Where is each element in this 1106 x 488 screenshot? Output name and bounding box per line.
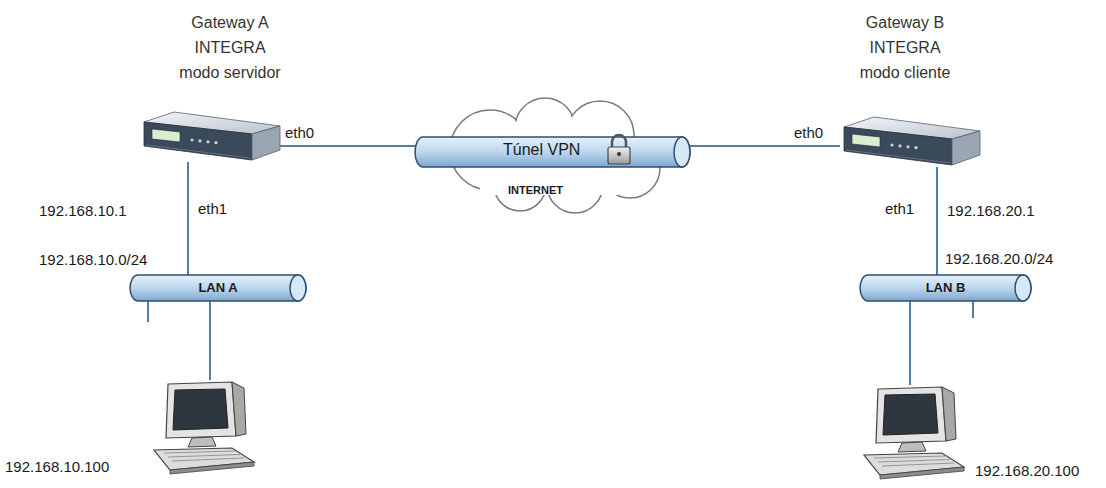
- node-label: LAN B: [860, 275, 1031, 301]
- node-shape: [840, 115, 980, 167]
- node-shape: [140, 110, 280, 162]
- ip-address: 192.168.20.0/24: [944, 250, 1054, 267]
- network-link: [690, 145, 840, 147]
- network-link: [187, 162, 189, 275]
- lan-stub: [148, 301, 973, 322]
- network-link: [936, 167, 938, 275]
- computer-icon: 192.168.10.100: [150, 380, 260, 475]
- ip-address: 192.168.10.1: [38, 202, 128, 219]
- interface-name: eth0: [793, 124, 824, 141]
- interface-name: eth1: [197, 200, 228, 217]
- computer-icon: 192.168.20.100: [860, 385, 970, 480]
- node-caption: Gateway B INTEGRA modo cliente: [851, 10, 959, 85]
- node-shape: [150, 380, 260, 475]
- gateway-device: Gateway A INTEGRA modo servidor: [140, 110, 280, 162]
- network-link: [209, 301, 211, 380]
- gateway-device: Gateway B INTEGRA modo cliente: [840, 115, 980, 167]
- ip-address: 192.168.10.0/24: [38, 251, 148, 268]
- node-caption: 192.168.10.100: [5, 458, 109, 475]
- node-caption: 192.168.20.100: [975, 462, 1079, 479]
- vpn-tunnel: Túnel VPNINTERNET: [415, 137, 690, 167]
- network-link: [909, 301, 911, 385]
- node-caption: INTERNET: [508, 184, 563, 196]
- interface-name: eth0: [284, 124, 315, 141]
- node-caption: Túnel VPN: [503, 141, 580, 159]
- ip-address: 192.168.20.1: [946, 202, 1036, 219]
- lan-segment: LAN B: [860, 275, 1031, 301]
- lan-segment: LAN A: [130, 275, 306, 301]
- node-label: LAN A: [130, 275, 306, 301]
- interface-name: eth1: [884, 200, 915, 217]
- node-shape: [860, 385, 970, 480]
- network-link: [280, 145, 415, 147]
- node-caption: Gateway A INTEGRA modo servidor: [176, 10, 284, 85]
